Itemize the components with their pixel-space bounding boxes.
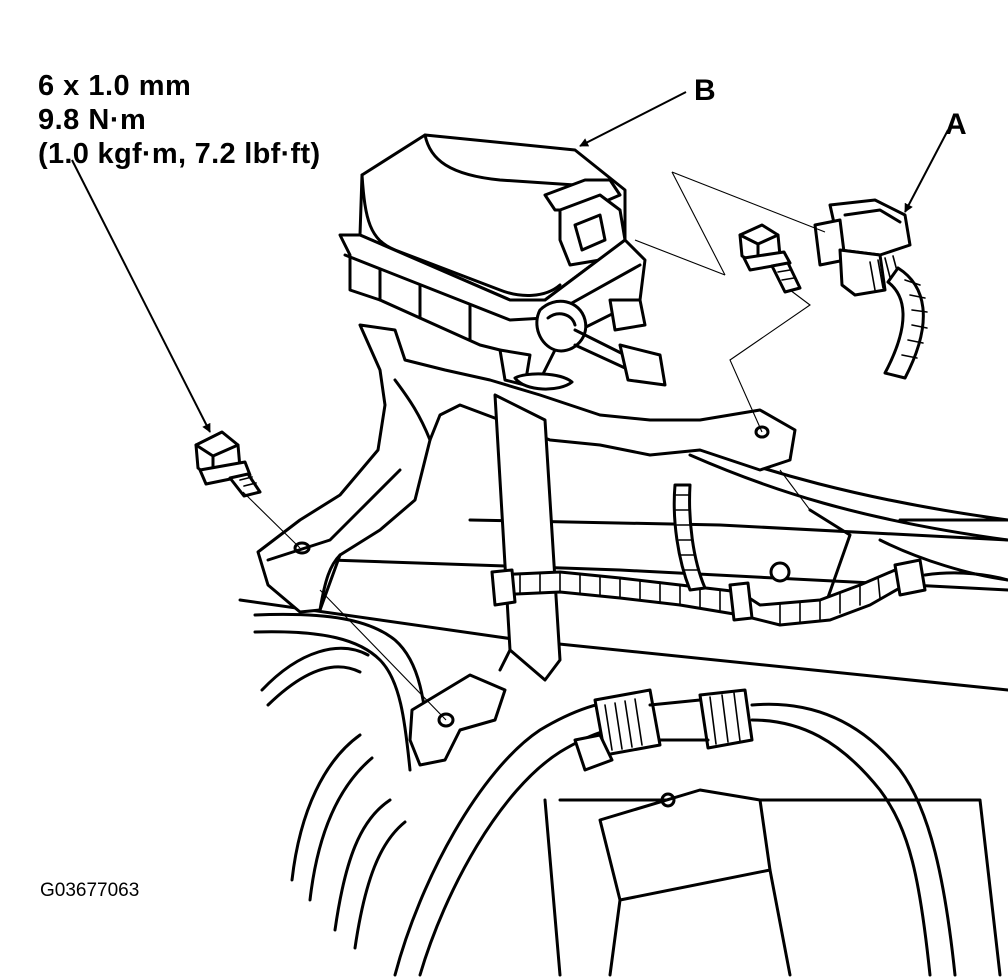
guide-lines	[242, 171, 826, 721]
lower-hose-assembly	[393, 688, 1002, 977]
bolt-left	[194, 430, 262, 498]
bolt-size-spec: 6 x 1.0 mm	[38, 70, 192, 102]
bolt-upper	[738, 223, 802, 294]
callout-a-arrow	[904, 129, 949, 213]
control-unit-b	[338, 133, 667, 391]
mounting-bracket	[256, 323, 797, 682]
callout-a-label: A	[945, 108, 967, 141]
figure-id: G03677063	[40, 880, 140, 901]
wiring-harness	[490, 483, 1008, 627]
torque-spec-nm: 9.8 N·m	[38, 104, 147, 136]
torque-spec-alt-units: (1.0 kgf·m, 7.2 lbf·ft)	[38, 138, 321, 170]
torque-callout-arrow	[71, 159, 211, 433]
callout-b-arrow	[579, 91, 687, 147]
connector-a	[813, 198, 928, 380]
callout-b-label: B	[694, 74, 716, 107]
callout-arrows	[71, 91, 949, 433]
lower-bracket	[408, 673, 507, 767]
